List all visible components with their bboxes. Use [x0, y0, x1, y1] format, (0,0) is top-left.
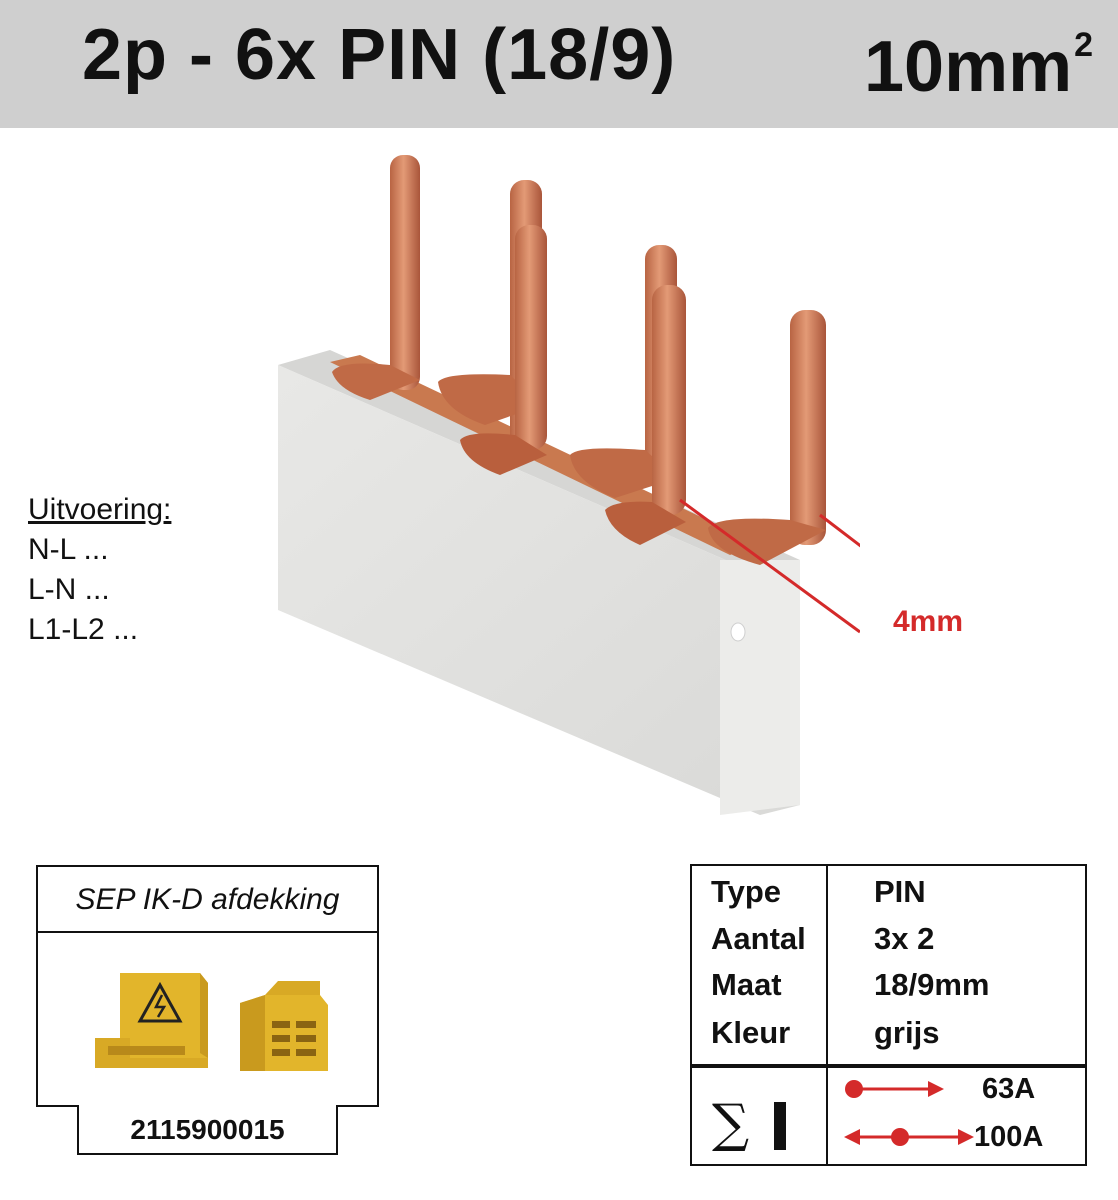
- article-number: 2115900015: [77, 1105, 338, 1155]
- spec-value: 3x 2: [874, 921, 935, 956]
- spec-value: grijs: [874, 1015, 940, 1050]
- variants-list: Uitvoering: N-L ... L-N ... L1-L2 ...: [28, 490, 171, 650]
- variants-heading: Uitvoering:: [28, 493, 172, 526]
- sum-symbol: ∑: [712, 1094, 750, 1154]
- cross-section-value: 10mm: [864, 27, 1073, 107]
- spec-label: Aantal: [711, 921, 806, 956]
- pin-1: [332, 155, 420, 400]
- spec-label: Kleur: [711, 1015, 791, 1050]
- spec-value: 18/9mm: [874, 967, 990, 1002]
- spec-row-aantal: Aantal 3x 2: [692, 915, 1085, 962]
- spec-row-type: Type PIN: [692, 868, 1085, 915]
- cross-section: 10mm2: [864, 10, 1093, 112]
- spec-row-kleur: Kleur grijs: [692, 1009, 1085, 1056]
- pin-5: [605, 285, 686, 545]
- variant-item: N-L ...: [28, 533, 109, 566]
- current-i-icon: [774, 1102, 786, 1150]
- cover-info-box: SEP IK-D afdekking: [36, 865, 379, 1107]
- pin-6: [708, 310, 826, 565]
- cross-section-exponent: 2: [1074, 26, 1094, 64]
- cover-title: SEP IK-D afdekking: [38, 867, 377, 933]
- single-feed-arrow-icon: [845, 1080, 944, 1098]
- center-feed-double-arrow-icon: [844, 1128, 974, 1146]
- spec-table: Type PIN Aantal 3x 2 Maat 18/9mm Kleur g…: [690, 864, 1087, 1166]
- product-title: 2p - 6x PIN (18/9): [82, 15, 677, 95]
- spec-row-maat: Maat 18/9mm: [692, 961, 1085, 1008]
- header-bar: 2p - 6x PIN (18/9) 10mm2: [0, 0, 1118, 128]
- spec-label: Type: [711, 874, 782, 909]
- pin-3: [460, 225, 547, 475]
- rating-value: 100A: [974, 1121, 1044, 1153]
- rating-center-feed: 100A: [842, 1114, 1092, 1160]
- variant-item: L1-L2 ...: [28, 613, 139, 646]
- cover-cap-image: [95, 973, 328, 1071]
- variant-item: L-N ...: [28, 573, 110, 606]
- pin-thickness-label: 4mm: [893, 605, 964, 638]
- rating-value: 63A: [982, 1073, 1036, 1105]
- spec-value: PIN: [874, 874, 926, 909]
- busbar-product-image: [278, 155, 860, 815]
- spec-divider-vertical: [826, 866, 828, 1164]
- spec-divider-horizontal: [692, 1064, 1085, 1068]
- rating-end-feed: 63A: [832, 1066, 1082, 1112]
- spec-label: Maat: [711, 967, 782, 1002]
